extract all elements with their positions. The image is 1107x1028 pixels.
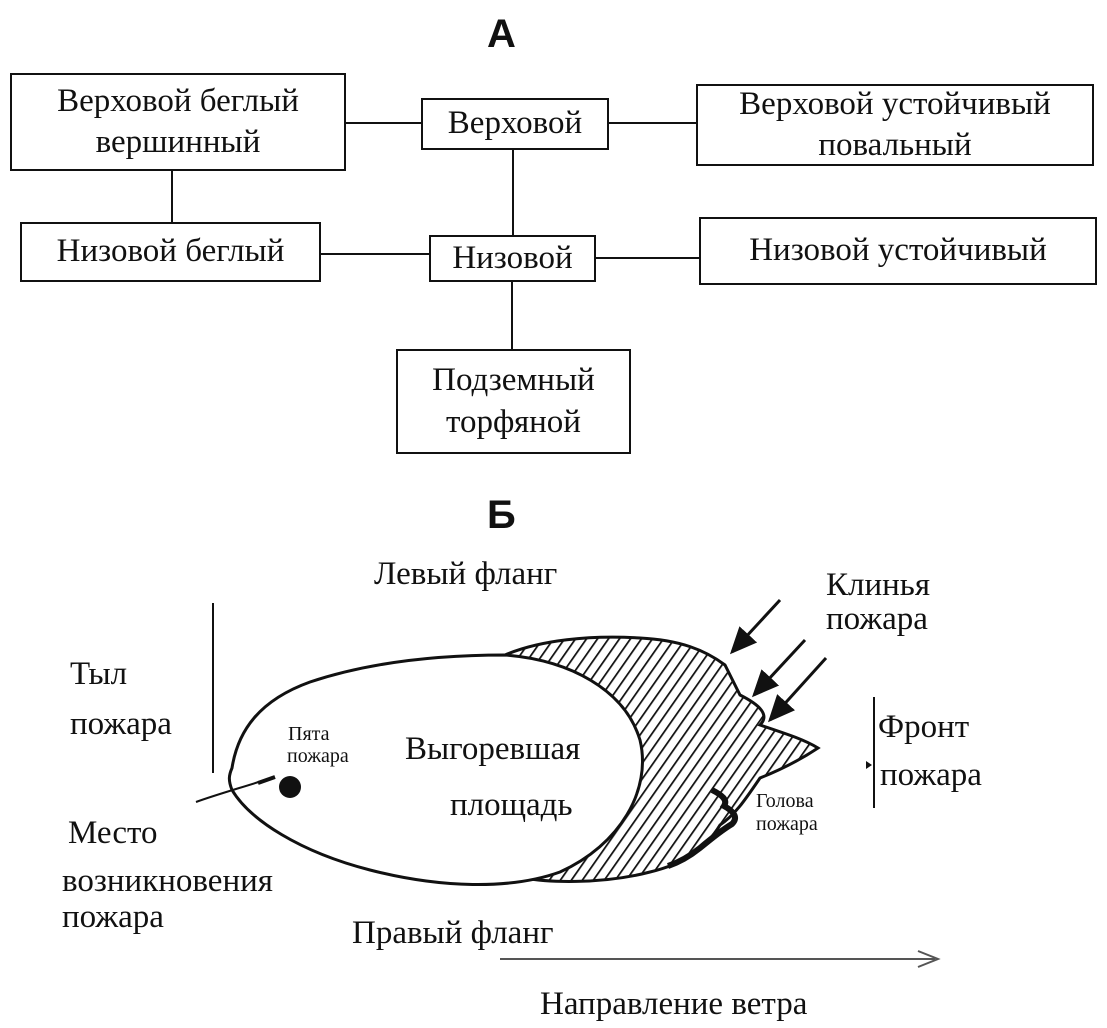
label-burned-1: Выгоревшая <box>405 730 580 770</box>
wedge-arrow-2 <box>754 640 805 695</box>
label-head-2: пожара <box>756 813 818 835</box>
burned-area-outline <box>229 655 642 885</box>
label-origin-3: пожара <box>62 898 164 938</box>
label-heel-2: пожара <box>287 745 349 767</box>
heel-dot <box>279 776 301 798</box>
label-left-flank: Левый фланг <box>374 555 557 595</box>
label-right-flank: Правый фланг <box>352 914 554 954</box>
label-origin-2: возникновения <box>62 862 273 902</box>
label-head-1: Голова <box>756 790 814 812</box>
label-burned-2: площадь <box>450 786 573 826</box>
label-wedges-2: пожара <box>826 600 928 640</box>
label-origin-1: Место <box>68 814 158 854</box>
label-rear-1: Тыл <box>70 655 127 695</box>
front-marker-icon <box>866 761 872 769</box>
label-heel-1: Пята <box>288 723 330 745</box>
label-wind-direction: Направление ветра <box>540 985 807 1025</box>
wedge-arrow-1 <box>732 600 780 652</box>
label-front-2: пожара <box>880 756 982 796</box>
label-rear-2: пожара <box>70 705 172 745</box>
label-front-1: Фронт <box>878 708 969 748</box>
